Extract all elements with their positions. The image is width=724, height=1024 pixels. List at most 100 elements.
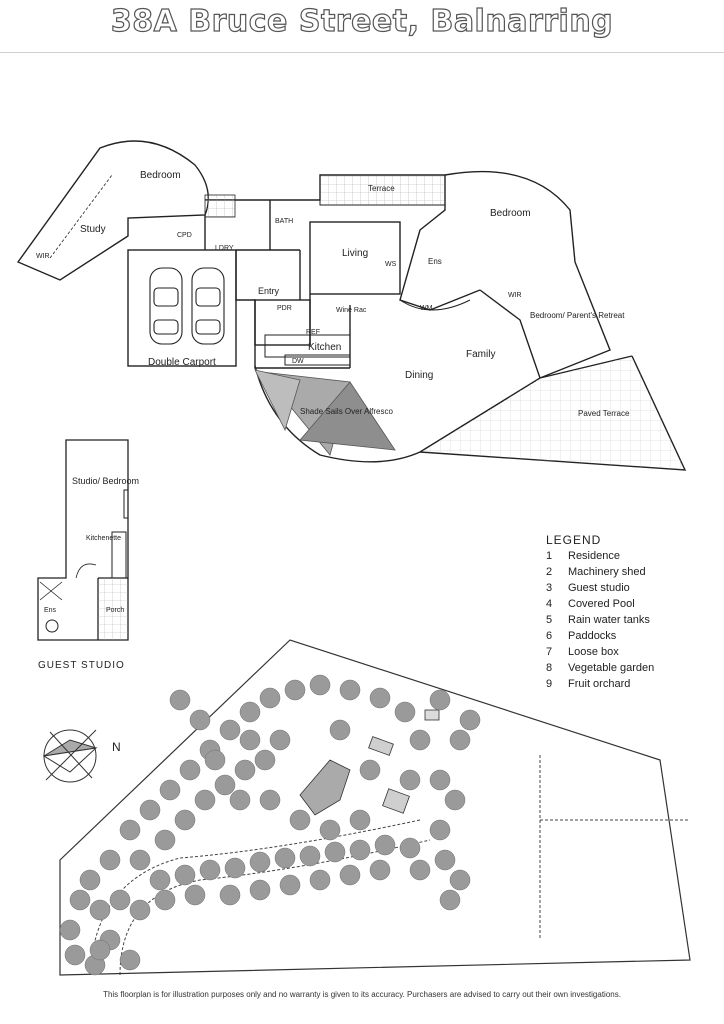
tree-icon — [174, 809, 196, 831]
tree-icon — [394, 701, 416, 723]
tree-icon — [154, 829, 176, 851]
room-label-kitchen: Kitchen — [308, 342, 341, 353]
tree-icon — [339, 864, 361, 886]
tree-icon — [149, 869, 171, 891]
tree-icon — [374, 834, 396, 856]
room-label-study: Study — [80, 224, 106, 235]
room-label-dw: DW — [292, 358, 304, 365]
room-label-ref: REF — [306, 329, 320, 336]
tree-icon — [139, 799, 161, 821]
room-label-laundry: LDRY — [215, 245, 234, 252]
room-label-wine: Wine Rac — [336, 307, 367, 314]
tree-icon — [329, 719, 351, 741]
tree-icon — [69, 889, 91, 911]
tree-icon — [399, 837, 421, 859]
tree-icon — [349, 839, 371, 861]
tree-icon — [249, 851, 271, 873]
room-label-paved-terrace: Paved Terrace — [578, 409, 630, 418]
room-label-wir-left: WIR — [36, 253, 50, 260]
room-label-entry: Entry — [258, 286, 280, 296]
tree-icon — [119, 819, 141, 841]
carport-outline — [127, 249, 237, 367]
tree-icon — [359, 759, 381, 781]
compass-icon — [42, 729, 98, 783]
tree-icon — [309, 869, 331, 891]
tree-icon — [199, 859, 221, 881]
disclaimer: This floorplan is for illustration purpo… — [103, 990, 621, 999]
tree-icon — [429, 819, 451, 841]
car-icon — [149, 267, 225, 345]
tree-icon — [289, 809, 311, 831]
tree-icon — [249, 879, 271, 901]
tree-icon — [449, 869, 471, 891]
room-label-ens-studio: Ens — [44, 607, 57, 614]
tree-icon — [444, 789, 466, 811]
room-label-pdr: PDR — [277, 305, 292, 312]
room-label-dining: Dining — [405, 370, 433, 381]
room-label-studio: Studio/ Bedroom — [72, 476, 139, 486]
compass-north-label: N — [112, 740, 121, 754]
tree-icon — [179, 759, 201, 781]
tree-icon — [109, 889, 131, 911]
tree-icon — [409, 859, 431, 881]
tree-icon — [309, 674, 331, 696]
room-label-ws: WS — [385, 261, 397, 268]
shade-sails — [254, 369, 396, 456]
guest-studio-caption: GUEST STUDIO — [38, 660, 125, 671]
tree-icon — [174, 864, 196, 886]
tree-icon — [219, 884, 241, 906]
tree-icon — [434, 849, 456, 871]
room-label-wir-right: WIR — [508, 292, 522, 299]
room-label-family: Family — [466, 349, 495, 360]
tree-icon — [59, 919, 81, 941]
site-buildings — [299, 709, 440, 816]
tree-icon — [99, 849, 121, 871]
room-label-terrace-top: Terrace — [368, 184, 395, 193]
tree-icon — [279, 874, 301, 896]
tree-icon — [189, 709, 211, 731]
tree-icon — [239, 701, 261, 723]
tree-icon — [89, 939, 111, 961]
room-label-cpd: CPD — [177, 232, 192, 239]
tree-icon — [239, 729, 261, 751]
tree-icon — [194, 789, 216, 811]
tree-icon — [234, 759, 256, 781]
room-label-bath: BATH — [275, 218, 293, 225]
tree-icon — [159, 779, 181, 801]
paved-terrace-tiles — [420, 356, 685, 470]
tree-icon — [429, 769, 451, 791]
room-label-wm: WM — [420, 305, 433, 312]
tree-icon — [439, 889, 461, 911]
room-label-kitchenette: Kitchenette — [86, 535, 121, 542]
tree-icon — [154, 889, 176, 911]
room-label-carport: Double Carport — [148, 357, 216, 368]
tree-icon — [459, 709, 481, 731]
tree-icon — [79, 869, 101, 891]
room-label-bedroom-left: Bedroom — [140, 170, 181, 181]
room-label-bedroom-right: Bedroom — [490, 208, 531, 219]
tree-icon — [259, 687, 281, 709]
page-title: 38A Bruce Street, Balnarring — [110, 3, 614, 39]
room-label-retreat: Bedroom/ Parent's Retreat — [530, 311, 625, 320]
tree-icon — [64, 944, 86, 966]
tree-icon — [274, 847, 296, 869]
tree-icon — [299, 845, 321, 867]
tree-icon — [269, 729, 291, 751]
tree-icon — [169, 689, 191, 711]
tree-icon — [119, 949, 141, 971]
room-label-shade-sails: Shade Sails Over Alfresco — [300, 407, 393, 416]
tree-icon — [324, 841, 346, 863]
legend-title: LEGEND — [546, 533, 602, 547]
tree-icon — [219, 719, 241, 741]
tree-icon — [339, 679, 361, 701]
